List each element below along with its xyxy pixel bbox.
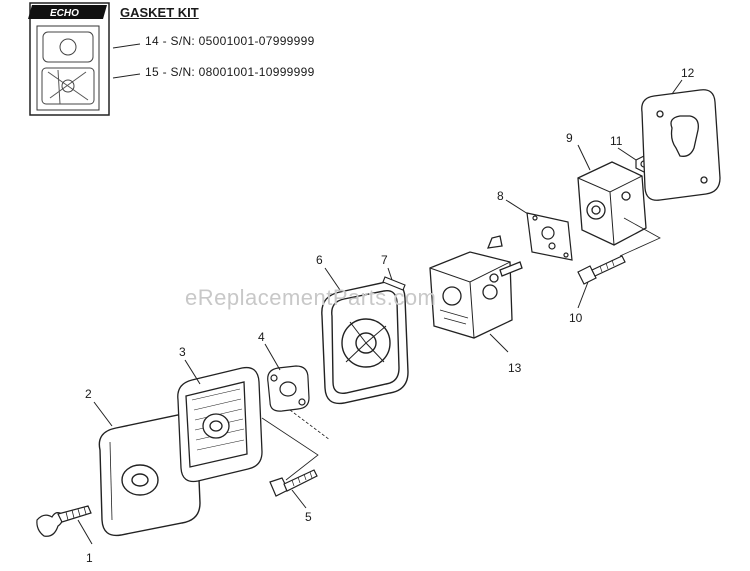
echo-logo: ECHO xyxy=(28,5,107,19)
gasket-kit-serial-14: 14 - S/N: 05001001-07999999 xyxy=(145,34,315,48)
callout-11: 11 xyxy=(610,134,623,148)
callout-6: 6 xyxy=(316,253,323,267)
callout-labels: 1 2 3 4 5 6 7 8 9 10 11 12 13 xyxy=(85,66,695,565)
alignment-pin xyxy=(382,276,406,291)
air-filter-housing xyxy=(321,280,409,405)
muffler-gasket xyxy=(641,89,721,201)
air-filter-cover xyxy=(98,413,201,537)
callout-10: 10 xyxy=(569,311,583,325)
callout-9: 9 xyxy=(566,131,573,145)
carburetor xyxy=(429,235,523,339)
callout-7: 7 xyxy=(381,253,388,267)
svg-text:ECHO: ECHO xyxy=(50,8,79,19)
callout-4: 4 xyxy=(258,330,265,344)
watermark: eReplacementParts.com xyxy=(185,285,437,310)
carburetor-gasket xyxy=(526,212,573,261)
callout-5: 5 xyxy=(305,510,312,524)
wing-nut xyxy=(36,505,92,537)
callout-1: 1 xyxy=(86,551,93,565)
gasket-kit-title: GASKET KIT xyxy=(120,5,199,20)
gasket-kit-thumbnail: ECHO xyxy=(28,2,110,116)
intake-gasket xyxy=(267,365,310,412)
insulator-block xyxy=(577,161,647,246)
air-filter-element xyxy=(177,366,263,483)
callout-3: 3 xyxy=(179,345,186,359)
callout-8: 8 xyxy=(497,189,504,203)
callout-2: 2 xyxy=(85,387,92,401)
callout-12: 12 xyxy=(681,66,695,80)
cover-bolt xyxy=(269,469,318,497)
leader-lines xyxy=(77,79,683,545)
callout-13: 13 xyxy=(508,361,522,375)
gasket-kit-serial-15: 15 - S/N: 08001001-10999999 xyxy=(145,65,315,79)
insulator-bolt xyxy=(577,255,626,285)
